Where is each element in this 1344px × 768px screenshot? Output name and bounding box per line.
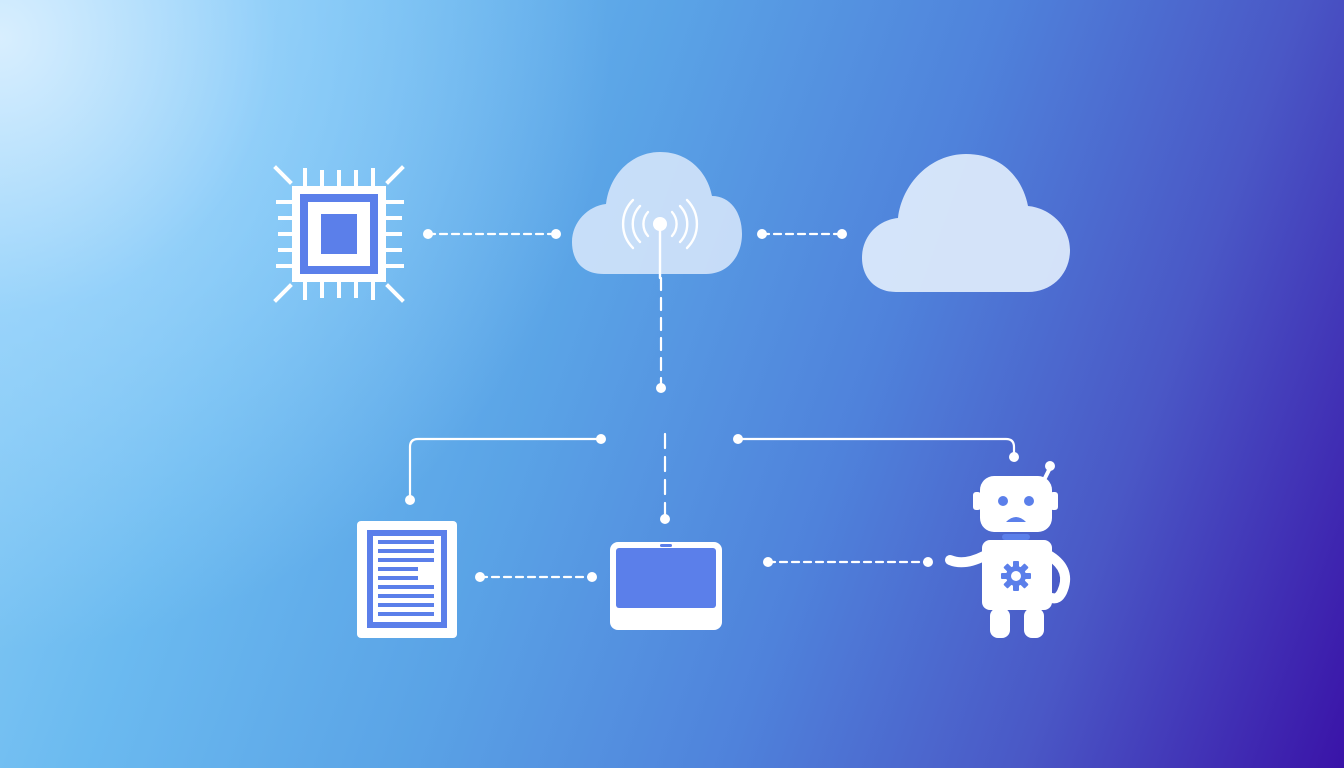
robot-icon — [945, 461, 1070, 638]
connector-dot — [1009, 452, 1019, 462]
cpu-chip-icon — [273, 165, 405, 303]
cloud-signal-icon — [572, 152, 742, 280]
connector-dot — [660, 514, 670, 524]
connector-dot — [475, 572, 485, 582]
connector-dot — [733, 434, 743, 444]
tablet-icon — [610, 542, 722, 630]
gear-icon — [1001, 561, 1031, 591]
connector-dots — [405, 229, 1019, 582]
connector-dot — [656, 383, 666, 393]
connector-dot — [405, 495, 415, 505]
connector-dot — [596, 434, 606, 444]
connector-dot — [837, 229, 847, 239]
connector-hub-robot — [736, 437, 1016, 458]
document-icon — [357, 521, 457, 638]
connector-dot — [551, 229, 561, 239]
connector-hub-document — [408, 437, 602, 502]
connectors — [408, 232, 1016, 579]
connector-dot — [757, 229, 767, 239]
signal-wave-icon — [642, 210, 650, 238]
connector-dot — [923, 557, 933, 567]
connector-dot — [423, 229, 433, 239]
cloud-icon — [862, 154, 1070, 292]
connector-dot — [763, 557, 773, 567]
connector-dot — [587, 572, 597, 582]
